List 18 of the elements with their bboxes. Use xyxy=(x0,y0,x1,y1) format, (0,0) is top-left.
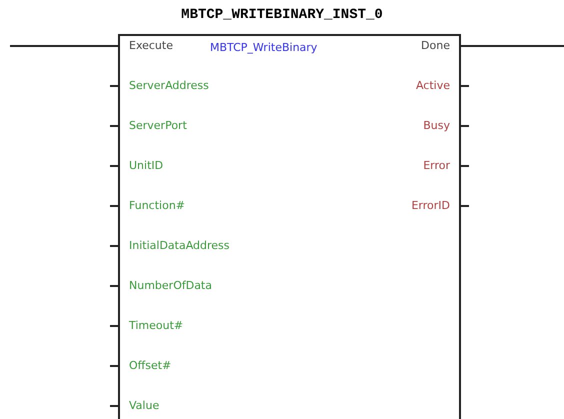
pin-name: Error xyxy=(423,159,450,173)
pin-name: ErrorID xyxy=(411,199,450,213)
pin-name: Value xyxy=(129,399,160,413)
pin-name: UnitID xyxy=(129,159,164,173)
pin-name: Busy xyxy=(423,119,450,133)
pin-name: Done xyxy=(421,39,450,53)
pin-name: Active xyxy=(416,79,450,93)
pin-name: Offset# xyxy=(129,359,172,373)
pin-name: Execute xyxy=(129,39,173,53)
function-block xyxy=(118,34,461,419)
block-type-name: MBTCP_WriteBinary xyxy=(210,41,318,55)
pin-name: Function# xyxy=(129,199,186,213)
pin-name: InitialDataAddress xyxy=(129,239,230,253)
instance-name: MBTCP_WRITEBINARY_INST_0 xyxy=(180,8,384,22)
pin-name: Timeout# xyxy=(129,319,184,333)
pin-name: NumberOfData xyxy=(129,279,212,293)
pin-name: ServerAddress xyxy=(129,79,209,93)
pin-name: ServerPort xyxy=(129,119,187,133)
